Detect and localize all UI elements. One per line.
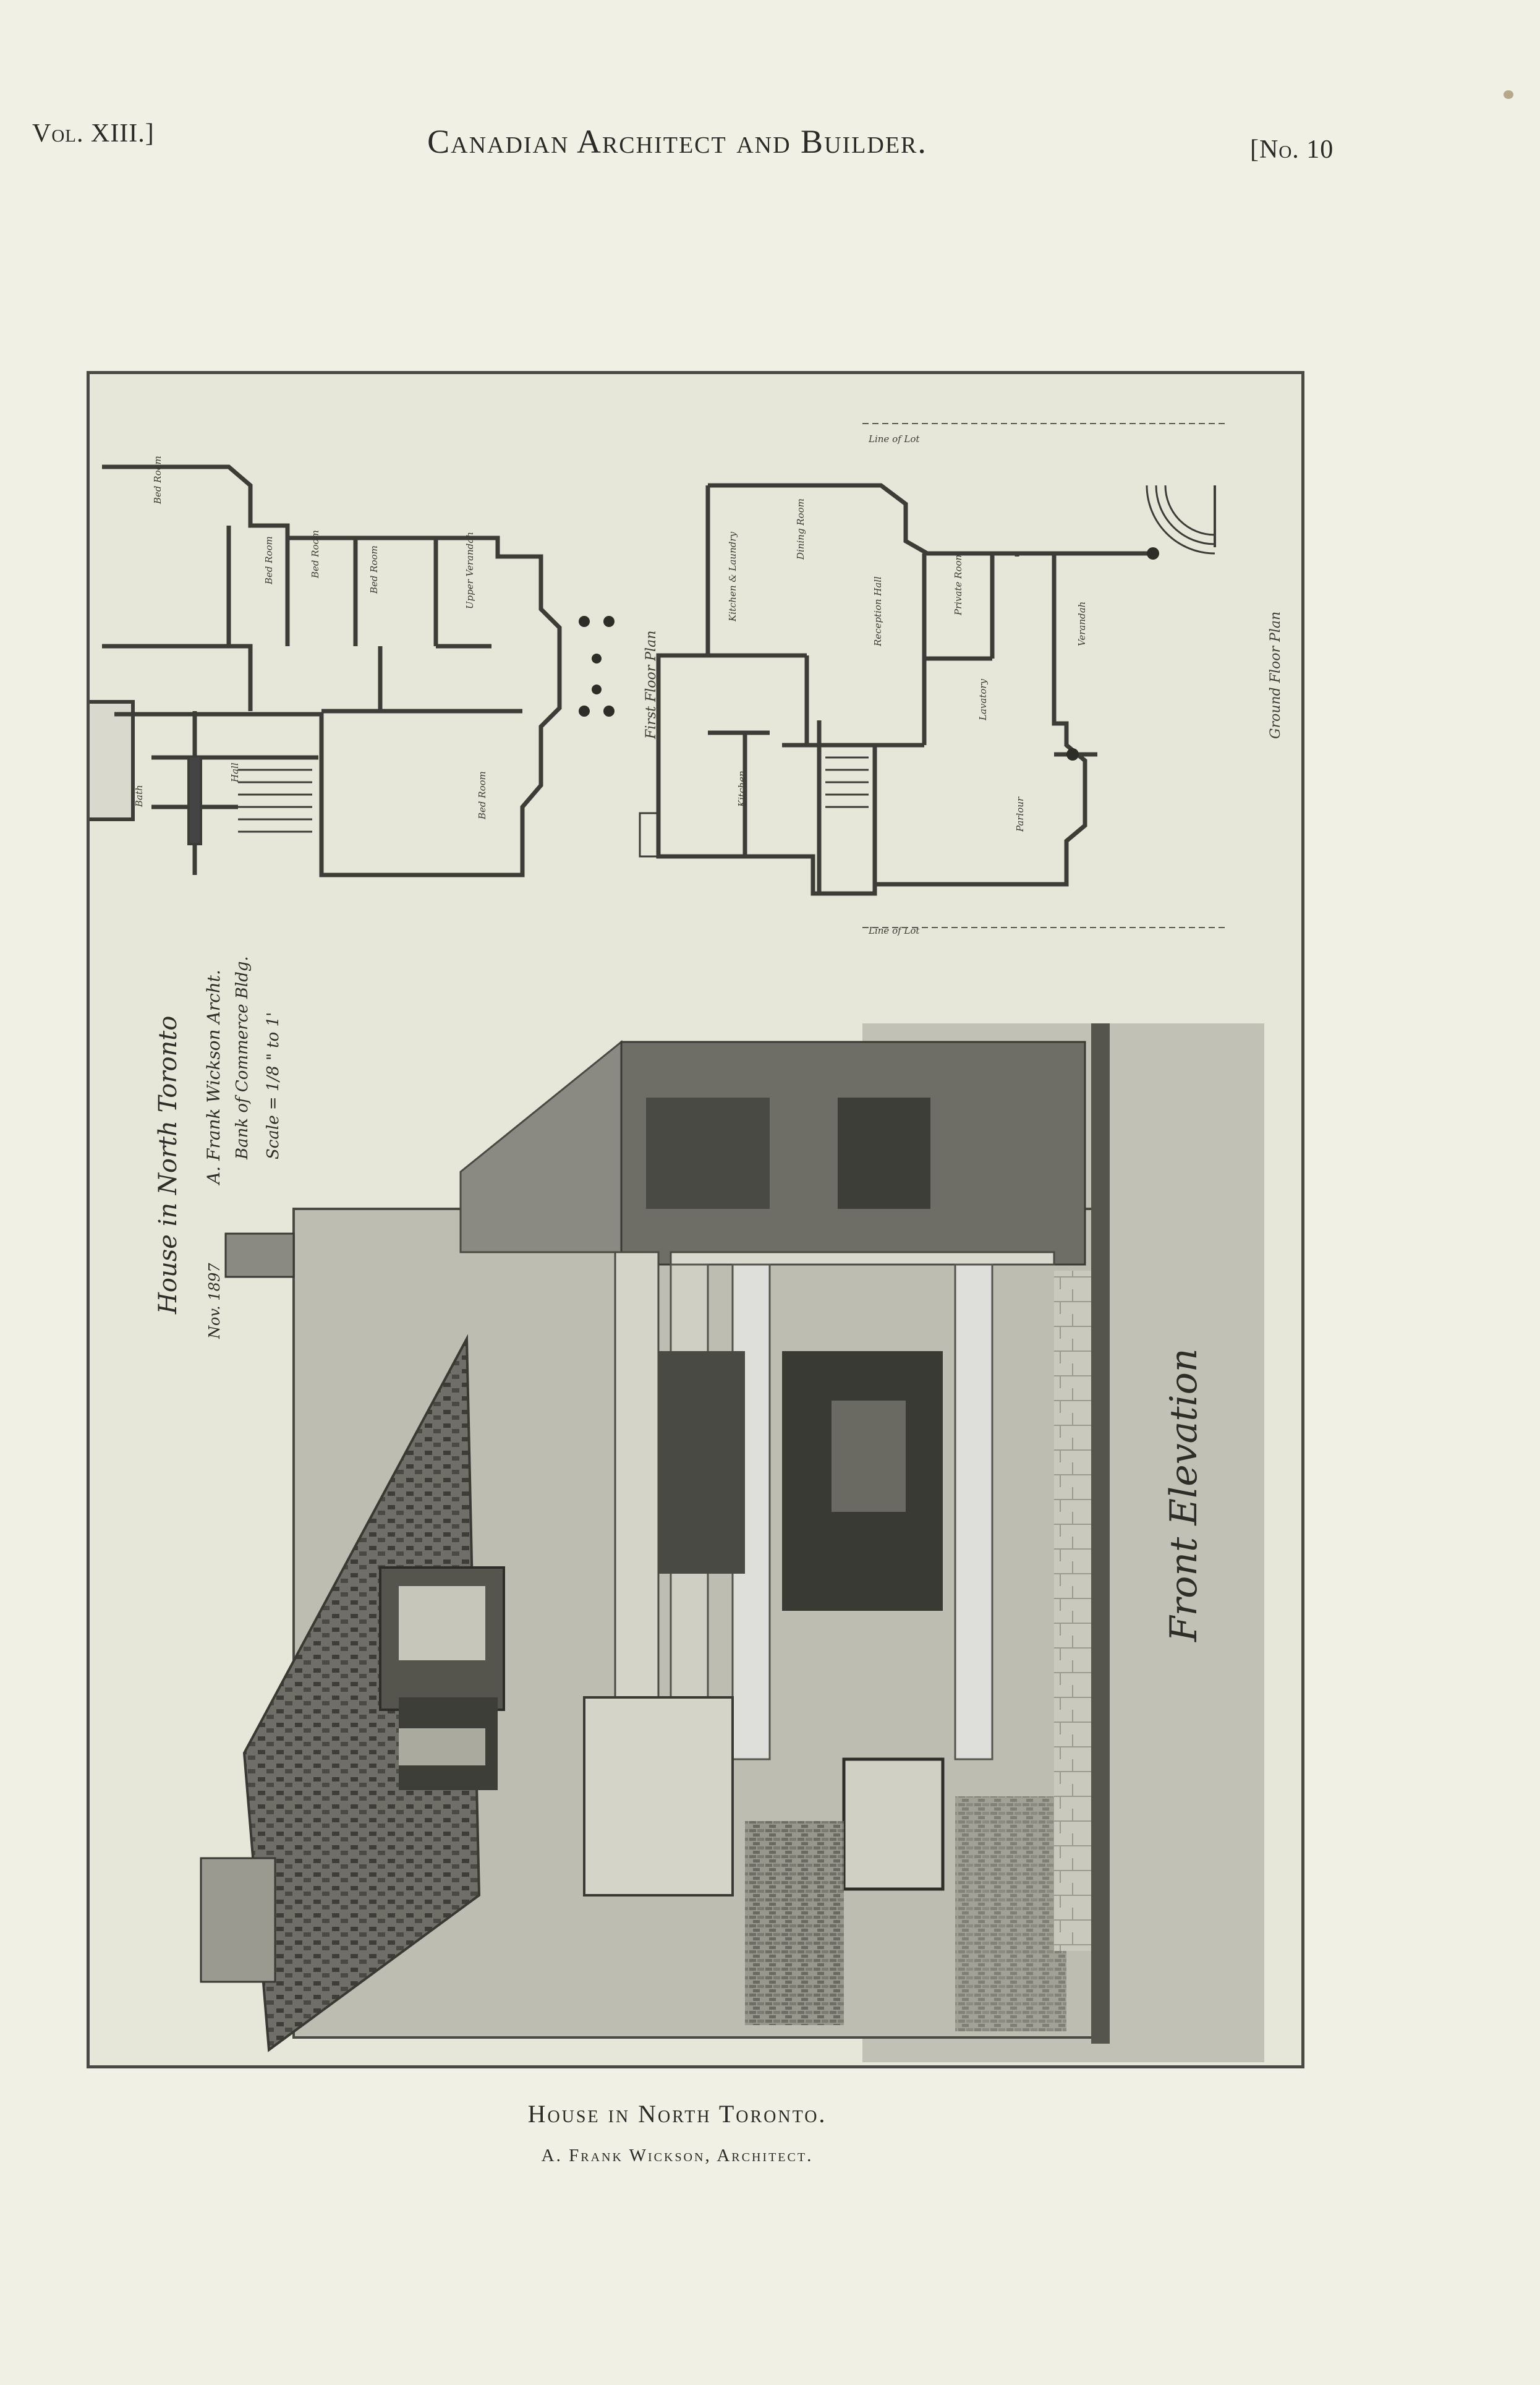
svg-text:Verandah: Verandah <box>1076 602 1087 646</box>
drawing-address: Bank of Commerce Bldg. <box>233 956 252 1160</box>
drawing-author: A. Frank Wickson Archt. <box>203 970 224 1186</box>
drawing-scale: Scale = 1/8 " to 1' <box>264 1012 283 1159</box>
architectural-plate: Bed Room Bed Room Bed Room Bed Room Uppe… <box>87 371 1304 2068</box>
first-floor-plan <box>90 464 562 877</box>
svg-text:Bath: Bath <box>134 785 145 808</box>
volume-label: Vol. XIII.] <box>32 119 155 148</box>
svg-text:Bed Room: Bed Room <box>477 771 488 820</box>
plate-drawing: Bed Room Bed Room Bed Room Bed Room Uppe… <box>90 423 1283 2062</box>
svg-text:Reception Hall: Reception Hall <box>872 576 883 647</box>
svg-text:Lavatory: Lavatory <box>977 678 989 721</box>
svg-text:Bed Room: Bed Room <box>152 456 163 505</box>
drawing-title: House in North Toronto <box>154 1016 182 1315</box>
svg-text:Private Room: Private Room <box>953 552 964 616</box>
first-floor-posts <box>579 616 615 717</box>
ground-floor-plan <box>639 483 1216 896</box>
caption-subtitle: A. Frank Wickson, Architect. <box>541 2146 814 2165</box>
ground-floor-posts <box>1066 547 1159 761</box>
caption-title: House in North Toronto. <box>527 2100 827 2128</box>
elevation-label: Front Elevation <box>1162 1349 1206 1643</box>
issue-number: [No. 10 <box>1250 135 1334 164</box>
svg-text:Parlour: Parlour <box>1015 796 1026 832</box>
paper-speck <box>1504 90 1513 99</box>
lot-lines <box>862 423 1227 928</box>
journal-title: Canadian Architect and Builder. <box>427 123 927 160</box>
svg-text:Line of Lot: Line of Lot <box>868 433 920 445</box>
svg-text:Bed Room: Bed Room <box>310 530 321 579</box>
svg-text:Kitchen & Laundry: Kitchen & Laundry <box>727 531 738 622</box>
ground-floor-label: Ground Floor Plan <box>1268 612 1283 739</box>
page-header: Vol. XIII.] Canadian Architect and Build… <box>0 111 1540 167</box>
svg-text:Kitchen: Kitchen <box>736 770 747 808</box>
front-elevation <box>200 1023 1264 2062</box>
svg-text:Line of Lot: Line of Lot <box>868 925 920 936</box>
svg-text:Upper Verandah: Upper Verandah <box>464 532 475 609</box>
svg-text:Bed Room: Bed Room <box>263 536 274 585</box>
svg-text:Dining Room: Dining Room <box>795 498 806 560</box>
first-floor-room-labels: Bed Room Bed Room Bed Room Bed Room Uppe… <box>134 456 488 820</box>
svg-text:Hall: Hall <box>229 762 240 783</box>
svg-text:Bed Room: Bed Room <box>368 545 380 594</box>
title-block: House in North Toronto Nov. 1897 A. Fran… <box>154 956 283 1339</box>
ground-floor-room-labels: Kitchen & Laundry Dining Room Kitchen Re… <box>727 433 1087 936</box>
drawing-date: Nov. 1897 <box>206 1263 223 1339</box>
